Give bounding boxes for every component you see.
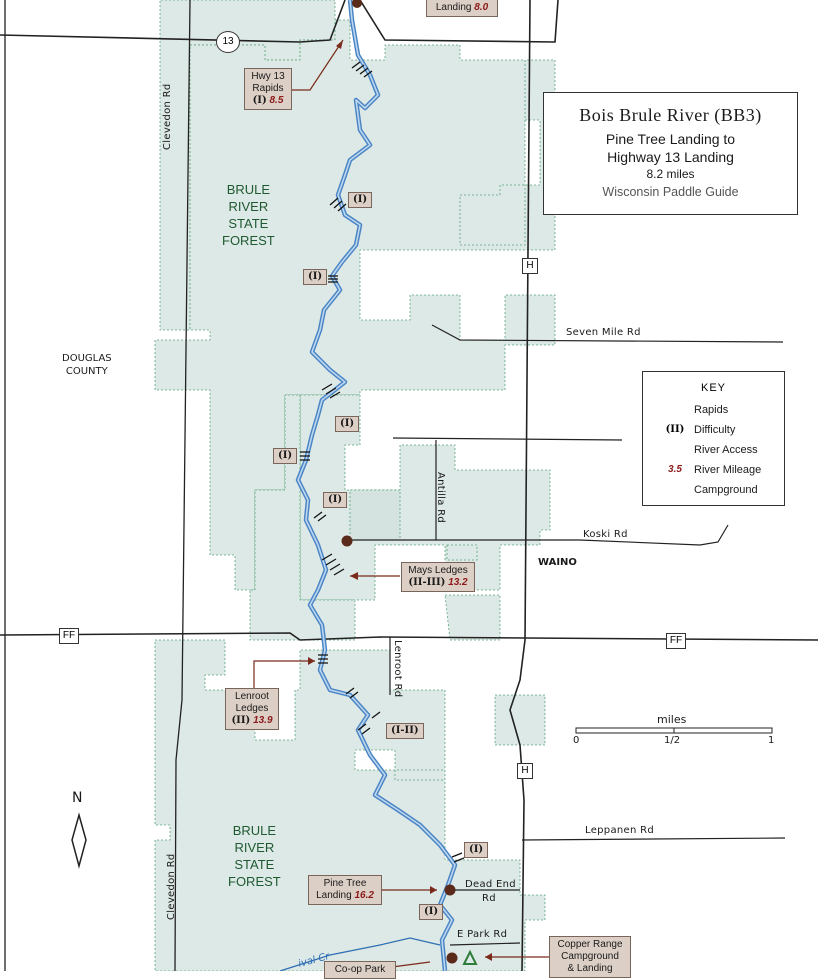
callout-mays-ledges: Mays Ledges (II-III) 13.2 xyxy=(401,562,475,592)
forest-label-line: FOREST xyxy=(228,874,281,889)
h-shield-north: H xyxy=(522,258,538,274)
callout-pine-tree-landing: Pine Tree Landing 16.2 xyxy=(308,875,382,905)
callout-text: Rapids xyxy=(252,83,284,94)
mileage-value: 13.2 xyxy=(448,577,468,588)
key-row-difficulty: (II) Difficulty xyxy=(643,423,784,439)
route-distance: 8.2 miles xyxy=(646,167,695,181)
mileage-symbol: 3.5 xyxy=(668,464,682,475)
mileage-value: 16.2 xyxy=(354,890,374,901)
difficulty-value: (I) xyxy=(252,95,267,106)
key-row-rapids: Rapids xyxy=(643,403,784,419)
antilla-rd-label: Antilla Rd xyxy=(435,472,446,524)
forest-label-line: RIVER xyxy=(234,840,275,855)
difficulty-label: (I) xyxy=(323,492,348,508)
rapids-marks xyxy=(300,61,465,863)
callout-landing-8: Landing 8.0 xyxy=(426,0,498,17)
difficulty-label: (I) xyxy=(303,269,328,285)
state-forest-area xyxy=(154,0,556,971)
callout-hwy13-rapids: Hwy 13 Rapids (I) 8.5 xyxy=(244,68,292,110)
forest-label-line: STATE xyxy=(234,857,275,872)
forest-label-line: BRULE xyxy=(232,823,277,838)
lenroot-rd-label: Lenroot Rd xyxy=(392,640,403,698)
map-title-box: Bois Brule River (BB3) Pine Tree Landing… xyxy=(543,92,798,215)
difficulty-value: (II-III) xyxy=(408,577,446,588)
callout-text: Mays Ledges xyxy=(408,565,468,576)
dead-end-rd-label-line2: Rd xyxy=(482,893,496,904)
key-label: River Mileage xyxy=(694,464,762,476)
forest-label-line: BRULE xyxy=(226,182,271,197)
scale-tick-label: 1/2 xyxy=(664,735,681,746)
callout-text: Pine Tree xyxy=(323,878,367,889)
scale-tick-label: 0 xyxy=(573,735,580,746)
difficulty-label: (I) xyxy=(464,842,489,858)
callout-text: Hwy 13 xyxy=(251,71,285,82)
creek xyxy=(279,937,441,971)
key-label: Campground xyxy=(694,484,758,496)
clevedon-rd-label-north: Clevedon Rd xyxy=(162,83,173,150)
county-label-line: COUNTY xyxy=(65,366,108,377)
river-title: Bois Brule River (BB3) xyxy=(579,105,762,125)
difficulty-label: (I) xyxy=(348,192,373,208)
forest-label-line: RIVER xyxy=(228,199,269,214)
scale-unit-label: miles xyxy=(657,713,687,726)
route-line-2: Highway 13 Landing xyxy=(607,149,734,165)
callout-leaders xyxy=(253,39,550,968)
difficulty-label: (I) xyxy=(335,416,360,432)
callout-text: Lenroot xyxy=(235,691,269,702)
county-label: DOUGLAS COUNTY xyxy=(62,352,112,378)
map-key: KEY Rapids (II) Difficulty River Access … xyxy=(642,371,785,506)
mileage-value: 8.0 xyxy=(474,2,489,13)
koski-rd-label: Koski Rd xyxy=(583,529,628,540)
arrowheads xyxy=(308,40,492,961)
key-row-campground: Campground xyxy=(643,483,784,499)
route-line-1: Pine Tree Landing to xyxy=(605,131,736,147)
river-access-points xyxy=(341,0,458,964)
clevedon-rd-label-south: Clevedon Rd xyxy=(166,853,177,920)
forest-label-north: BRULE RIVER STATE FOREST xyxy=(222,181,275,249)
key-row-river-mileage: 3.5 River Mileage xyxy=(643,463,784,479)
scale-bar xyxy=(575,727,773,734)
county-label-line: DOUGLAS xyxy=(62,353,112,364)
campground-icon xyxy=(462,949,478,965)
hwy-13-shield: 13 xyxy=(216,31,240,53)
callout-text: Co-op Park xyxy=(334,964,386,975)
callout-text: Landing xyxy=(435,2,472,13)
town-label: WAINO xyxy=(538,557,577,568)
key-label: River Access xyxy=(694,444,758,456)
difficulty-label: (I) xyxy=(273,448,298,464)
forest-label-south: BRULE RIVER STATE FOREST xyxy=(228,822,281,890)
seven-mile-rd-label: Seven Mile Rd xyxy=(566,327,641,338)
callout-text: Ledges xyxy=(235,703,269,714)
difficulty-label: (I-II) xyxy=(386,723,424,739)
e-park-rd-label: E Park Rd xyxy=(457,929,508,940)
north-label: N xyxy=(72,790,83,806)
callout-text: Copper Range xyxy=(557,939,623,950)
difficulty-symbol: (II) xyxy=(665,424,685,435)
key-label: Rapids xyxy=(694,404,729,416)
callout-lenroot-ledges: Lenroot Ledges (II) 13.9 xyxy=(225,688,279,730)
callout-text: Landing xyxy=(316,890,352,901)
mileage-value: 8.5 xyxy=(269,95,284,106)
difficulty-label: (I) xyxy=(419,904,444,920)
callout-copper-range: Copper Range Campground & Landing xyxy=(549,936,631,978)
h-shield-south: H xyxy=(517,763,533,779)
difficulty-value: (II) xyxy=(231,715,251,726)
forest-label-line: STATE xyxy=(228,216,269,231)
callout-text: & Landing xyxy=(567,963,613,974)
leppanen-rd-label: Leppanen Rd xyxy=(585,825,654,836)
callout-text: Campground xyxy=(561,951,619,962)
dead-end-rd-label-line1: Dead End xyxy=(465,879,516,890)
scale-tick-label: 1 xyxy=(768,735,775,746)
key-label: Difficulty xyxy=(694,424,736,436)
callout-co-op-park: Co-op Park xyxy=(324,961,396,979)
ff-shield-west: FF xyxy=(59,628,79,644)
key-heading: KEY xyxy=(700,382,726,394)
key-row-river-access: River Access xyxy=(643,443,784,459)
ff-shield-east: FF xyxy=(666,633,686,649)
north-arrow xyxy=(71,812,87,869)
publisher-label: Wisconsin Paddle Guide xyxy=(602,185,739,199)
mileage-value: 13.9 xyxy=(253,715,273,726)
forest-label-line: FOREST xyxy=(222,233,275,248)
